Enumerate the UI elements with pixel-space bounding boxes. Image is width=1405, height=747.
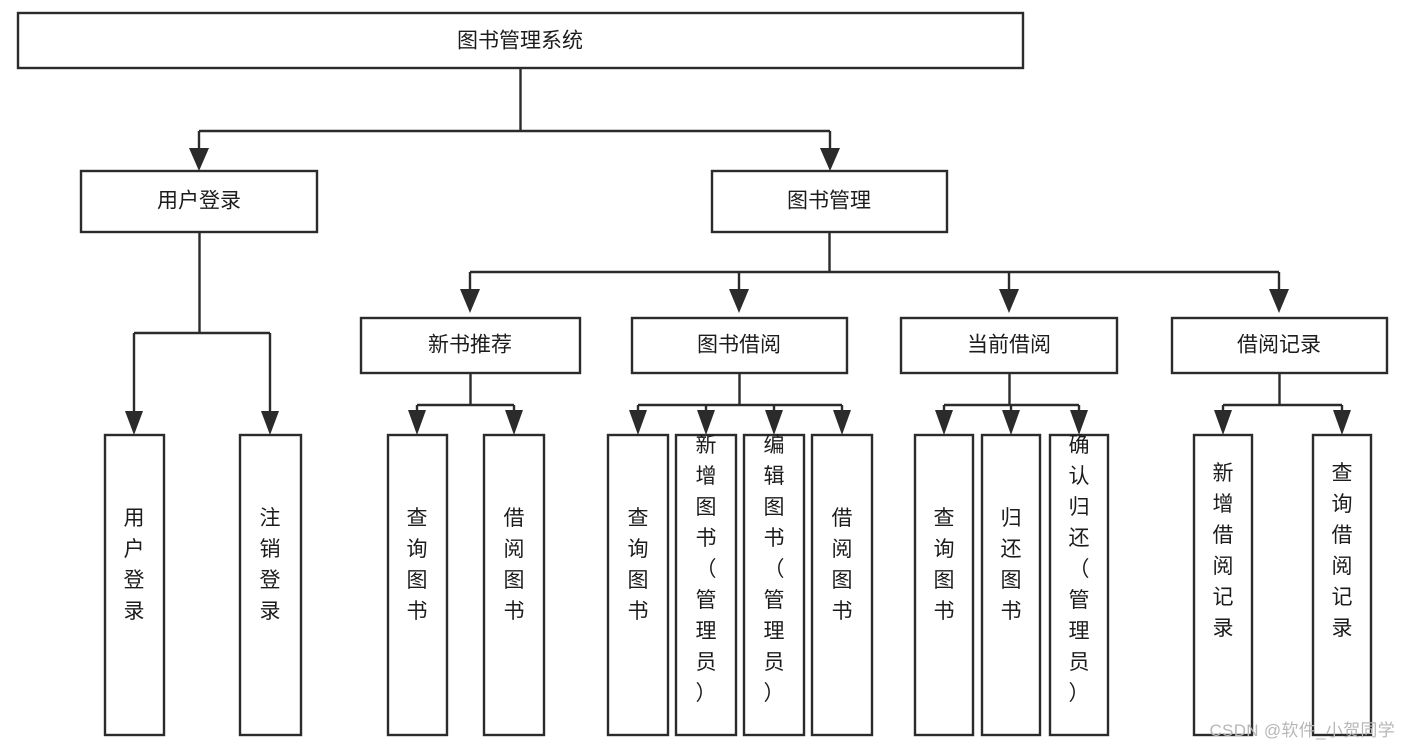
arrow-head-icon-borrow-record (1269, 289, 1289, 313)
node-root-label: 图书管理系统 (457, 30, 583, 53)
leaf-book-borrow-3[interactable]: 编辑图书（管理员） (742, 433, 806, 737)
node-new-book-recommend-box[interactable] (359, 316, 582, 375)
node-root-box[interactable] (16, 11, 1025, 70)
leaf-book-borrow-2-label: 新增图书（管理员） (696, 434, 717, 705)
leaf-user-login-1-label: 用户登录 (124, 507, 145, 623)
arrow-head-icon-new-book (460, 289, 480, 313)
node-book-manage[interactable]: 图书管理 (710, 169, 949, 234)
arrow-head-icon-leaf-current-borrow-3 (1070, 410, 1088, 435)
leaf-user-login-2-label: 注销登录 (260, 507, 281, 623)
leaf-borrow-record-2-label: 查询借阅记录 (1332, 462, 1353, 640)
arrow-head-icon-book-borrow (729, 289, 749, 313)
leaf-current-borrow-2[interactable]: 归还图书 (980, 433, 1042, 737)
connector-group-current-borrow-leaves (935, 373, 1088, 435)
arrow-head-icon-leaf-new-book-2 (505, 410, 523, 435)
node-borrow-record-box[interactable] (1170, 316, 1389, 375)
arrow-head-icon-leaf-new-book-1 (408, 410, 426, 435)
arrow-head-icon-leaf-book-borrow-1 (629, 410, 647, 435)
leaf-current-borrow-1[interactable]: 查询图书 (913, 433, 975, 737)
arrow-head-icon-leaf-book-borrow-4 (833, 410, 851, 435)
leaf-book-borrow-4-label: 借阅图书 (832, 507, 853, 623)
leaf-book-borrow-1-box[interactable] (606, 433, 670, 737)
node-user-login-label: 用户登录 (157, 190, 241, 213)
node-borrow-record-label: 借阅记录 (1237, 334, 1321, 357)
leaf-user-login-2-box[interactable] (238, 433, 303, 737)
node-book-borrow-label: 图书借阅 (697, 334, 781, 357)
leaf-new-book-1-box[interactable] (386, 433, 449, 737)
leaf-new-book-2-box[interactable] (482, 433, 546, 737)
arrow-head-icon-leaf-user-login-2 (261, 411, 279, 435)
arrow-head-icon-leaf-borrow-record-2 (1333, 410, 1351, 435)
node-new-book-recommend-label: 新书推荐 (428, 334, 512, 357)
node-current-borrow[interactable]: 当前借阅 (899, 316, 1119, 375)
leaf-book-borrow-4-box[interactable] (810, 433, 874, 737)
connector-group-borrow-record-leaves (1214, 373, 1351, 435)
leaf-borrow-record-1[interactable]: 新增借阅记录 (1192, 433, 1254, 737)
leaf-book-borrow-2[interactable]: 新增图书（管理员） (674, 433, 738, 737)
leaf-book-borrow-1[interactable]: 查询图书 (606, 433, 670, 737)
leaf-user-login-2[interactable]: 注销登录 (238, 433, 303, 737)
node-root[interactable]: 图书管理系统 (16, 11, 1025, 70)
node-borrow-record[interactable]: 借阅记录 (1170, 316, 1389, 375)
connector-group-book-manage (460, 232, 1289, 313)
leaf-new-book-1[interactable]: 查询图书 (386, 433, 449, 737)
connector-group-new-book-leaves (408, 373, 523, 435)
node-user-login[interactable]: 用户登录 (79, 169, 319, 234)
connector-group-book-borrow-leaves (629, 373, 851, 435)
leaf-current-borrow-3[interactable]: 确认归还（管理员） (1048, 433, 1110, 737)
node-book-borrow-box[interactable] (630, 316, 849, 375)
leaf-current-borrow-3-label: 确认归还（管理员） (1069, 434, 1090, 705)
node-current-borrow-box[interactable] (899, 316, 1119, 375)
node-book-manage-box[interactable] (710, 169, 949, 234)
leaf-borrow-record-2[interactable]: 查询借阅记录 (1311, 433, 1373, 737)
leaf-new-book-1-label: 查询图书 (407, 507, 428, 623)
arrow-head-icon-user-login (189, 148, 209, 171)
csdn-watermark: CSDN @软件_小贺同学 (1209, 721, 1395, 740)
leaf-user-login-1[interactable]: 用户登录 (103, 433, 166, 737)
leaf-new-book-2-label: 借阅图书 (504, 507, 525, 623)
node-current-borrow-label: 当前借阅 (967, 334, 1051, 357)
arrow-head-icon-leaf-borrow-record-1 (1214, 410, 1232, 435)
arrow-head-icon-book-manage (820, 148, 840, 171)
arrow-head-icon-leaf-current-borrow-1 (935, 410, 953, 435)
leaf-borrow-record-2-box[interactable] (1311, 433, 1373, 737)
leaf-current-borrow-3-box[interactable] (1048, 433, 1110, 737)
arrow-head-icon-leaf-current-borrow-2 (1002, 410, 1020, 435)
leaf-book-borrow-1-label: 查询图书 (628, 507, 649, 623)
leaf-book-borrow-3-box[interactable] (742, 433, 806, 737)
leaf-new-book-2[interactable]: 借阅图书 (482, 433, 546, 737)
arrow-head-icon-leaf-user-login-1 (125, 411, 143, 435)
arrow-head-icon-leaf-book-borrow-3 (765, 410, 783, 435)
leaf-current-borrow-1-box[interactable] (913, 433, 975, 737)
leaf-book-borrow-3-label: 编辑图书（管理员） (764, 434, 785, 705)
arrow-head-icon-current-borrow (999, 289, 1019, 313)
leaf-book-borrow-4[interactable]: 借阅图书 (810, 433, 874, 737)
leaf-current-borrow-1-label: 查询图书 (934, 507, 955, 623)
connector-group-root (189, 68, 840, 171)
leaf-book-borrow-2-box[interactable] (674, 433, 738, 737)
leaf-current-borrow-2-label: 归还图书 (1001, 507, 1022, 623)
leaf-borrow-record-1-label: 新增借阅记录 (1213, 462, 1234, 640)
leaf-borrow-record-1-box[interactable] (1192, 433, 1254, 737)
leaf-current-borrow-2-box[interactable] (980, 433, 1042, 737)
node-book-borrow[interactable]: 图书借阅 (630, 316, 849, 375)
node-book-manage-label: 图书管理 (787, 190, 871, 213)
node-new-book-recommend[interactable]: 新书推荐 (359, 316, 582, 375)
leaf-user-login-1-box[interactable] (103, 433, 166, 737)
connector-group-user-login-leaves (125, 232, 279, 435)
arrow-head-icon-leaf-book-borrow-2 (697, 410, 715, 435)
